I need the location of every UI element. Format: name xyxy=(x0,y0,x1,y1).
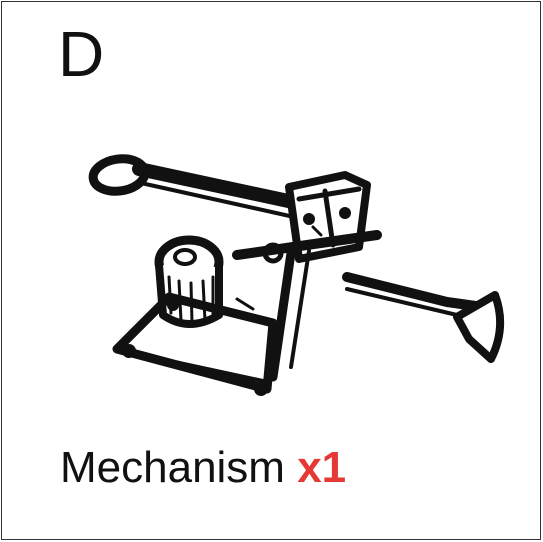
part-caption: Mechanism x1 xyxy=(60,446,346,490)
mechanism-sketch-icon xyxy=(88,154,505,396)
part-quantity: x1 xyxy=(297,443,347,492)
part-letter: D xyxy=(58,18,105,90)
part-name: Mechanism xyxy=(60,443,285,492)
